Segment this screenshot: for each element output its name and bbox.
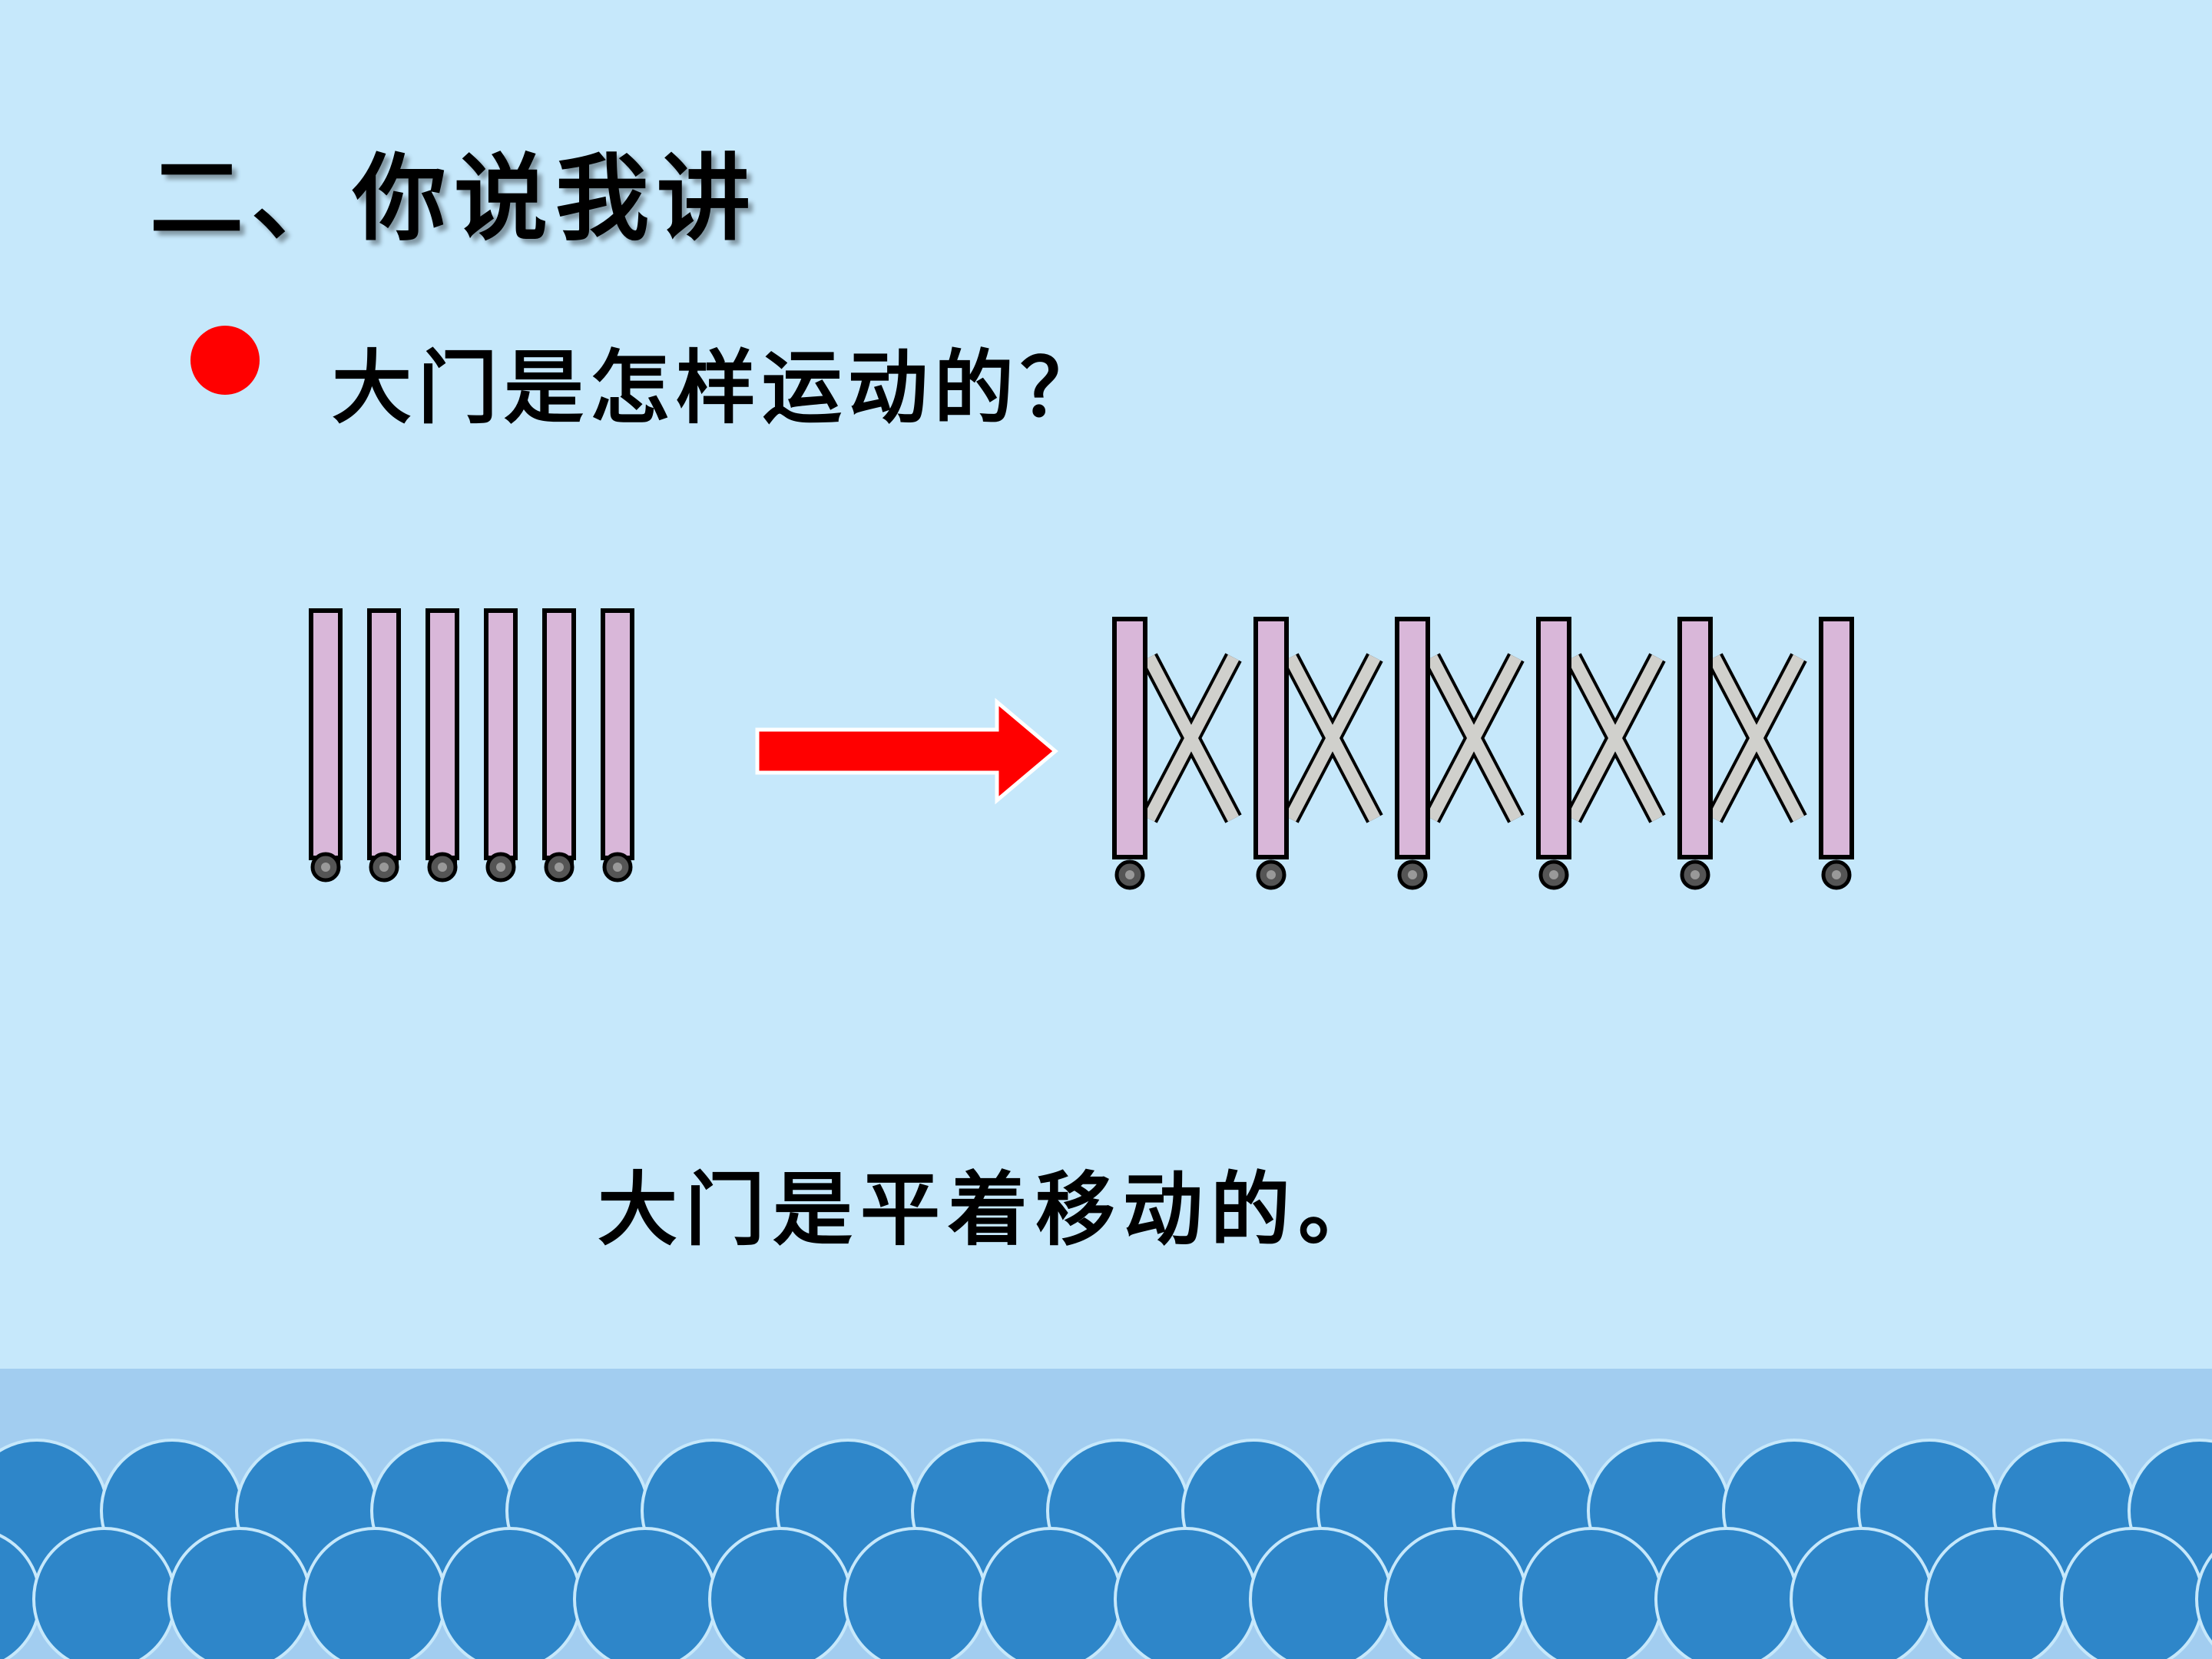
wave-scallop [1519,1527,1664,1659]
folded-gate-icon [309,608,634,882]
wave-scallop [167,1527,312,1659]
wave-scallop [1790,1527,1934,1659]
wave-scallop [1384,1527,1528,1659]
wave-scallop [32,1527,177,1659]
wave-scallop [2060,1527,2204,1659]
wave-scallop [979,1527,1123,1659]
wave-scallop [843,1527,988,1659]
wave-scallop [303,1527,447,1659]
question-text: 大门是怎样运动的？ [332,340,1107,435]
wave-decoration [0,1369,2212,1659]
wave-scallop [573,1527,717,1659]
right-arrow-icon [755,697,1058,805]
extended-gate-bars [1112,617,1854,859]
red-dot-icon [190,326,260,395]
wave-scallop [2195,1552,2212,1646]
folded-gate-wheels [310,852,633,882]
wave-scallop [1114,1527,1258,1659]
folded-gate-bars [309,608,634,860]
wave-scallop [438,1527,582,1659]
slide-title: 二、你说我讲 [150,143,758,253]
wave-scallop [1925,1527,2069,1659]
extended-gate-icon [1112,617,1854,890]
wave-scallop [1654,1527,1799,1659]
wave-scallop [708,1527,853,1659]
extended-gate-wheels [1114,859,1852,890]
wave-scallop [1249,1527,1393,1659]
answer-text: 大门是平着移动的。 [598,1162,1386,1257]
